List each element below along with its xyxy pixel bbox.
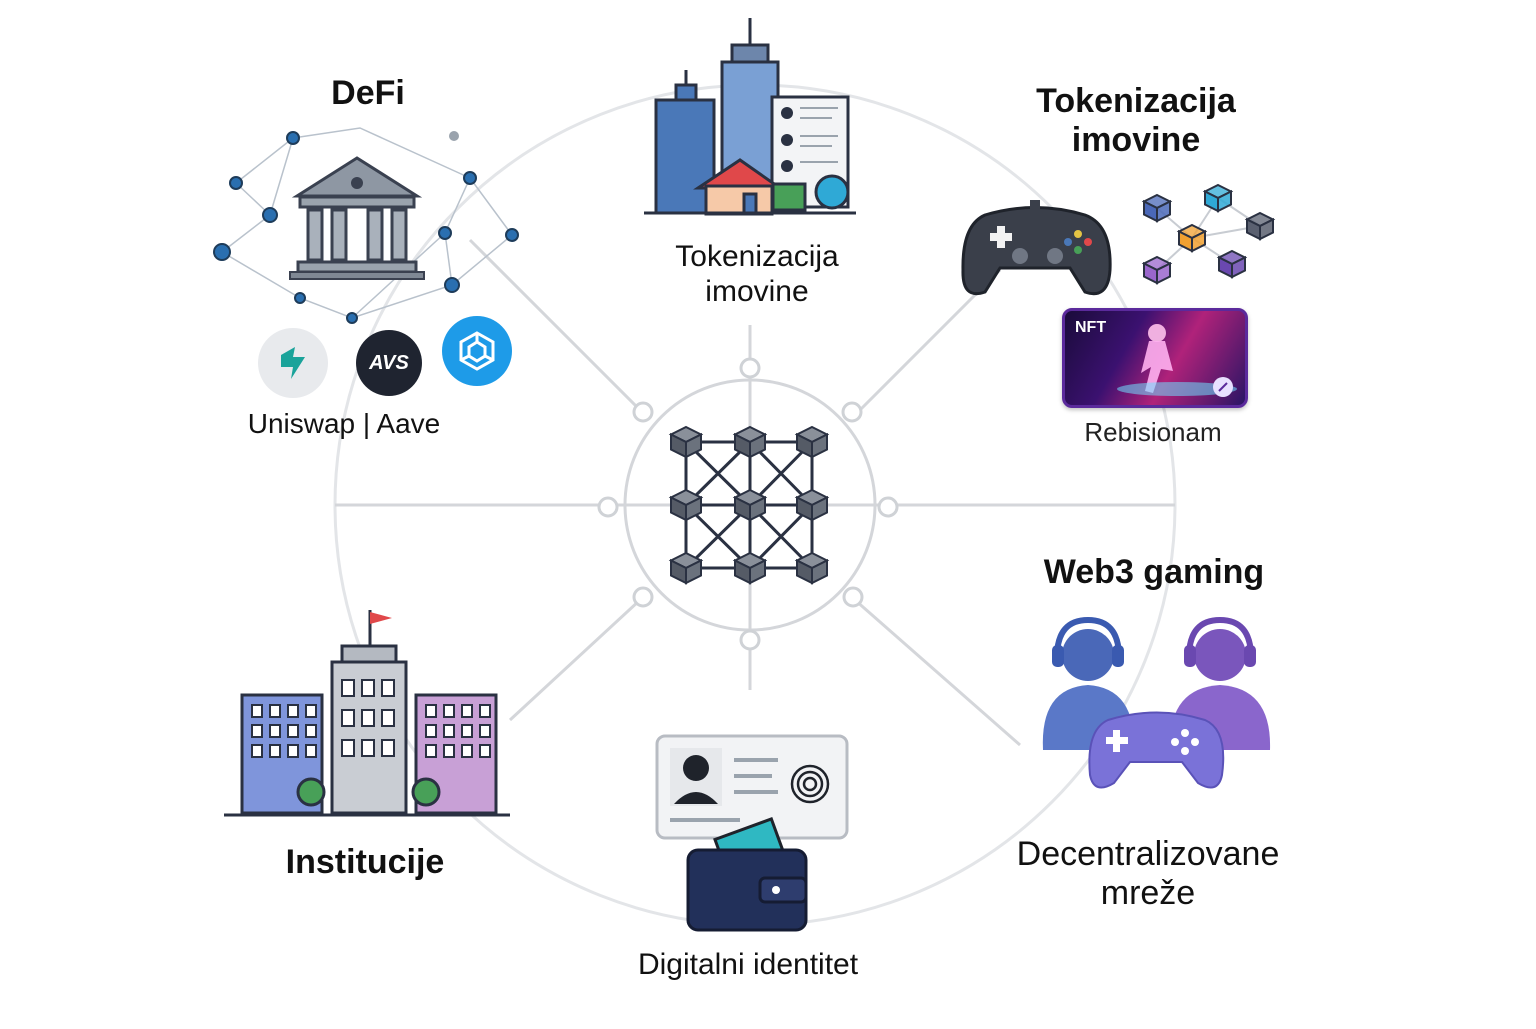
nft-badge: NFT <box>1075 319 1107 336</box>
token-cube-icon <box>1141 193 1173 223</box>
hub-cube-icon <box>794 488 830 522</box>
wallet-icon <box>686 817 808 932</box>
hub-cube-icon <box>732 551 768 585</box>
assets-right-caption: Rebisionam <box>1084 417 1222 447</box>
hub-cube-icon <box>732 488 768 522</box>
game-controller-icon <box>961 200 1112 296</box>
uniswap-glyph-icon <box>281 347 305 379</box>
defi-network-icon <box>213 127 519 324</box>
ring-connectors <box>597 357 899 651</box>
blockchain-hub-icon <box>668 425 830 585</box>
hub-cube-icon <box>794 551 830 585</box>
network-logo[interactable] <box>442 316 512 386</box>
aave-logo-text: AVS <box>369 351 409 374</box>
gaming-caption: Decentralizovane mreže <box>1016 835 1280 913</box>
assets-top-caption: Tokenizacija imovine <box>675 240 839 308</box>
token-cube-icon <box>1244 211 1276 241</box>
institution-buildings-icon <box>224 610 510 817</box>
aave-logo[interactable]: AVS <box>356 330 422 396</box>
id-card-icon <box>655 734 849 840</box>
hub-cube-icon <box>668 425 704 459</box>
defi-title: DeFi <box>331 74 405 112</box>
gaming-title: Web3 gaming <box>1043 553 1265 591</box>
token-cube-icon <box>1216 249 1248 279</box>
token-cube-icon <box>1141 255 1173 285</box>
assets-right-title: Tokenizacija imovine <box>1036 82 1236 160</box>
token-cube-icon <box>1176 223 1208 253</box>
cube-network-glyph-icon <box>459 331 495 371</box>
uniswap-logo[interactable] <box>258 328 328 398</box>
gamers-icon <box>1042 616 1271 789</box>
token-cubes-icon <box>1141 183 1276 285</box>
hub-cube-icon <box>794 425 830 459</box>
nft-artwork-icon <box>1117 324 1237 397</box>
hub-cube-icon <box>668 488 704 522</box>
city-buildings-icon <box>644 18 856 216</box>
defi-caption: Uniswap | Aave <box>247 408 441 439</box>
institutions-title: Institucije <box>285 843 445 881</box>
hub-cube-icon <box>668 551 704 585</box>
token-cube-icon <box>1202 183 1234 213</box>
nft-card[interactable]: NFT <box>1062 308 1248 408</box>
identity-caption: Digitalni identitet <box>637 948 859 981</box>
hub-cube-icon <box>732 425 768 459</box>
